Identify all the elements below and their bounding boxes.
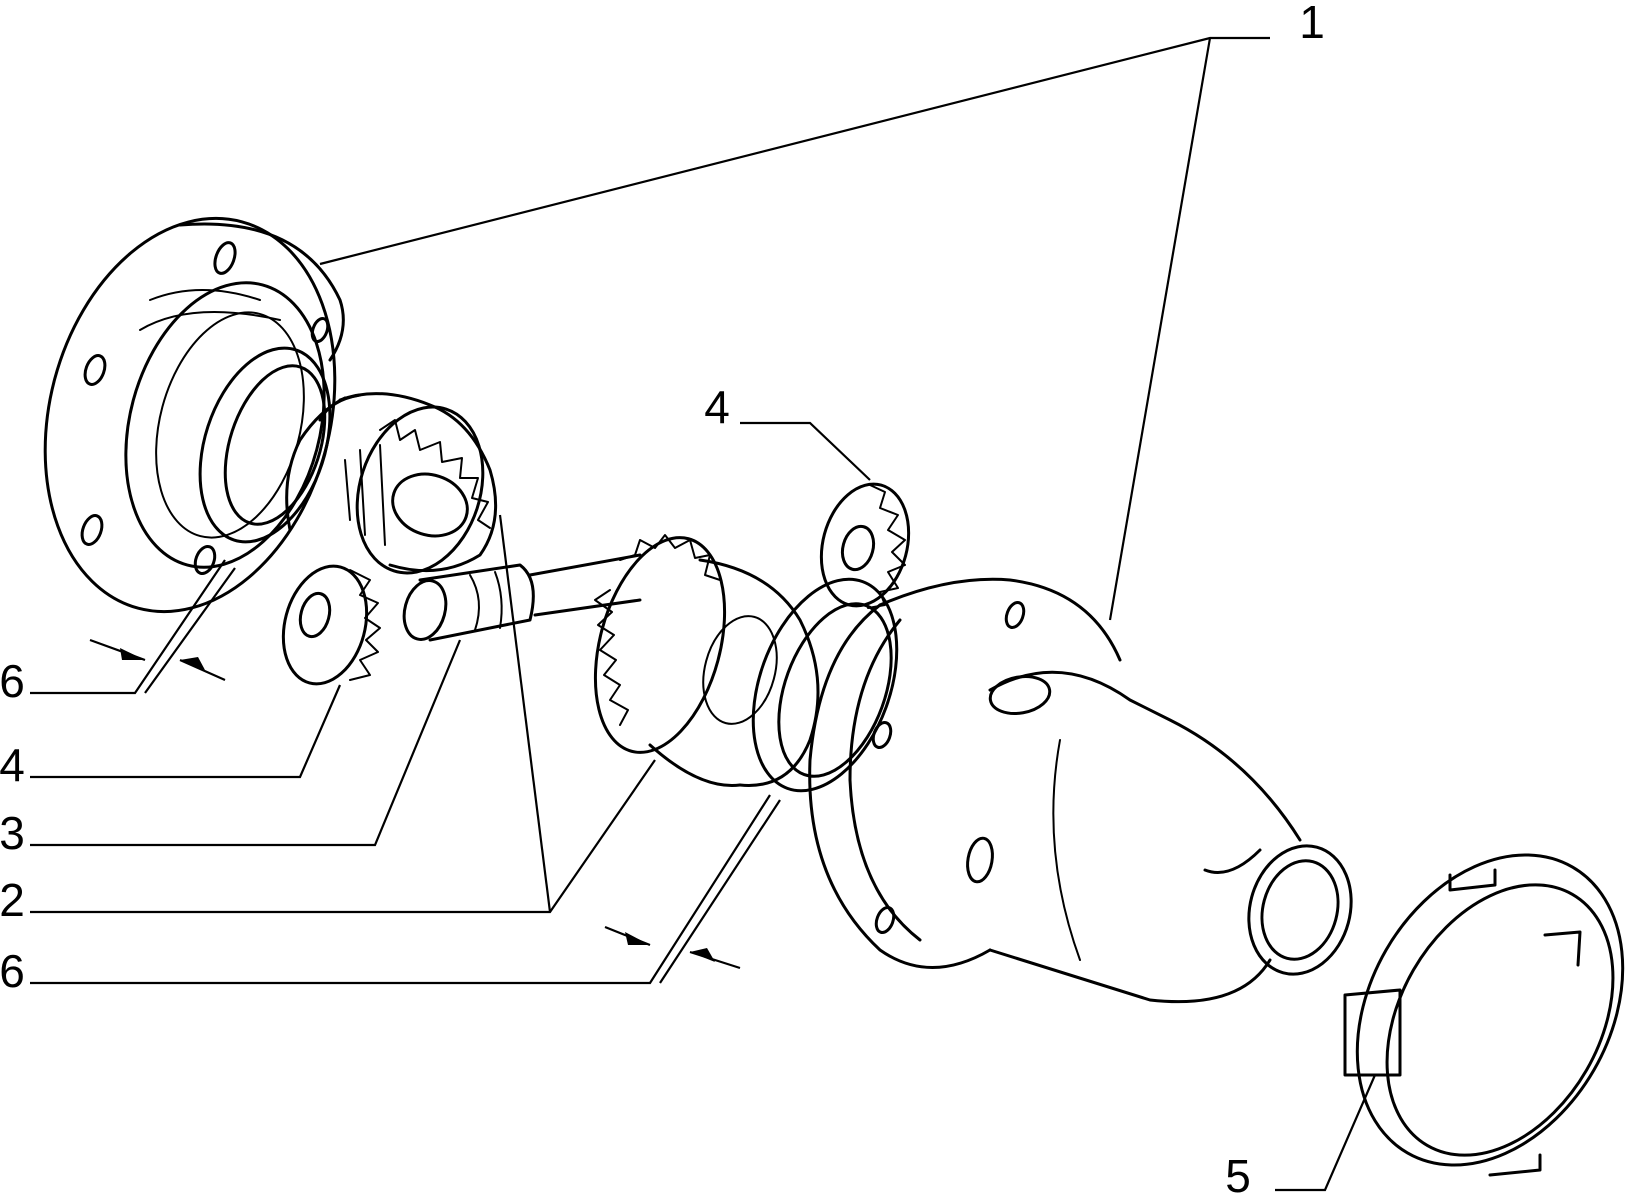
leader-lines: [30, 36, 1377, 1192]
arrow-icon: [180, 657, 205, 670]
right-housing: [808, 577, 1353, 1004]
callout-2: 2: [0, 874, 25, 926]
dimension-arrows: [120, 648, 715, 962]
callout-1: 1: [1299, 0, 1325, 48]
callout-6-lower: 6: [0, 945, 25, 997]
callout-3: 3: [0, 807, 25, 859]
callout-4-top: 4: [704, 381, 730, 433]
arrow-icon: [625, 932, 650, 945]
callout-4-left: 4: [0, 739, 25, 791]
left-side-gear: [285, 392, 498, 575]
retaining-ring: [1343, 853, 1625, 1177]
arrow-icon: [120, 648, 145, 660]
arrow-icon: [690, 948, 715, 962]
callout-6-upper: 6: [0, 655, 25, 707]
left-pinion-gear: [281, 564, 381, 686]
callout-5: 5: [1225, 1150, 1251, 1196]
pinion-shaft: [402, 553, 642, 642]
right-side-gear: [593, 534, 820, 787]
left-thrust-washer: [198, 346, 332, 544]
top-pinion-gear: [819, 482, 911, 609]
callout-labels: 1 4 6 4 3 2 6 5: [0, 0, 1325, 1196]
left-housing-flange: [43, 216, 345, 614]
